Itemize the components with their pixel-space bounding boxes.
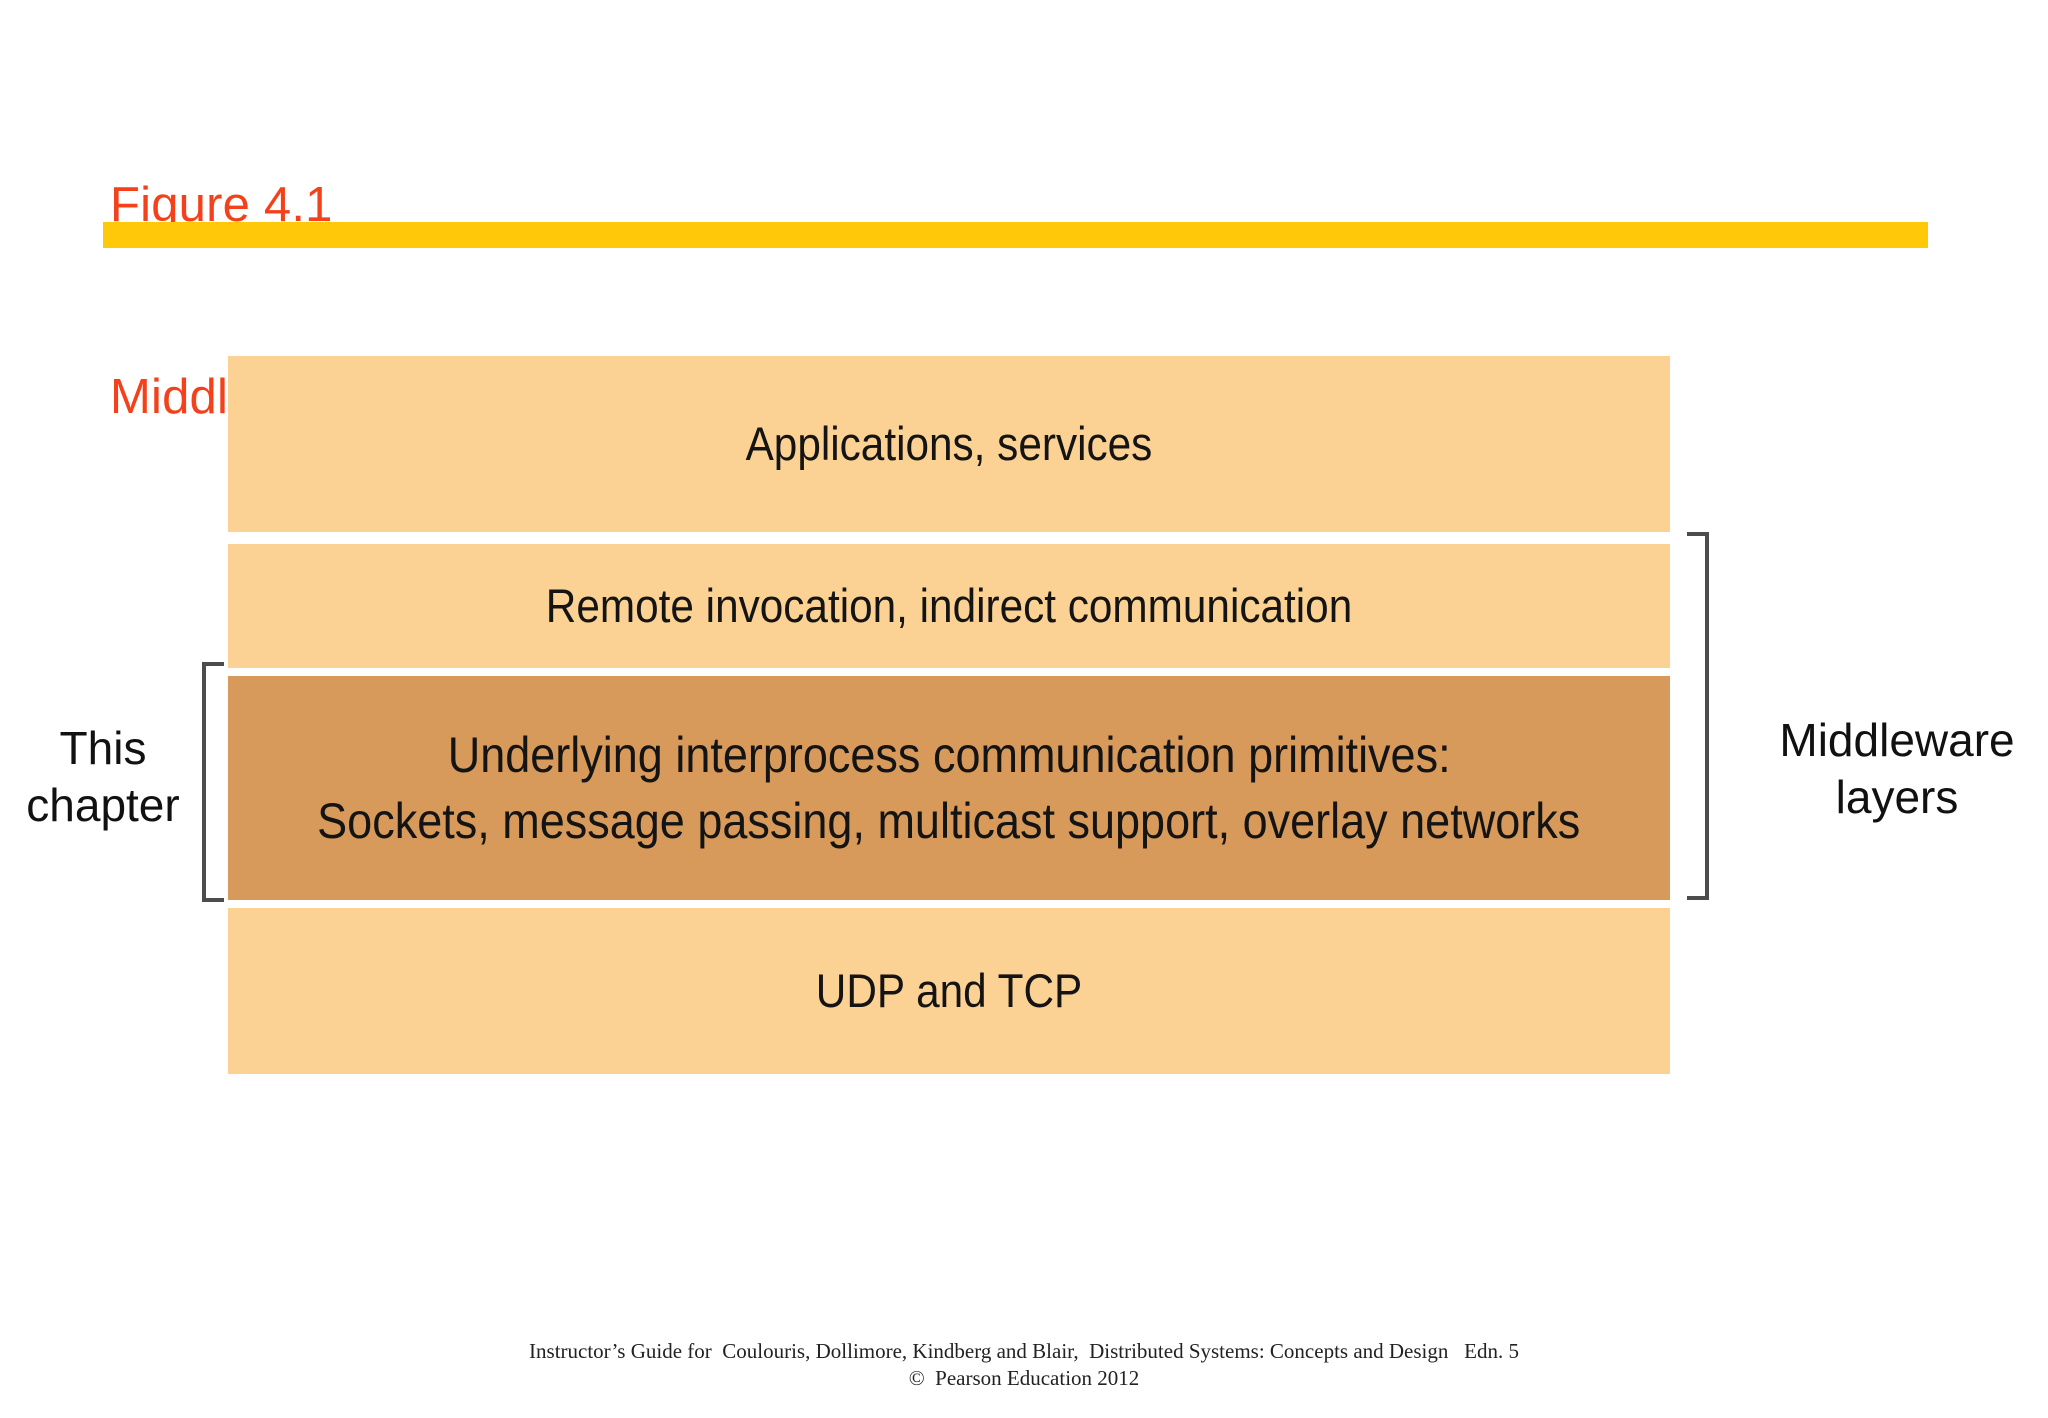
bracket-arm-bottom [202, 898, 224, 902]
bracket-middleware-layers [1683, 532, 1709, 900]
layer-box-ipc-primitives: Underlying interprocess communication pr… [228, 676, 1670, 900]
bracket-arm-bottom [1687, 896, 1709, 900]
layer-box-remote-invocation: Remote invocation, indirect communicatio… [228, 544, 1670, 668]
layer-box-udp-and-tcp: UDP and TCP [228, 908, 1670, 1074]
bracket-arm-top [202, 662, 224, 666]
layer-label-ipc-primitives-detail: Sockets, message passing, multicast supp… [317, 793, 1581, 849]
annotation-middleware-layers: Middleware layers [1752, 712, 2042, 826]
layer-label-ipc-primitives-heading: Underlying interprocess communication pr… [447, 727, 1451, 783]
layer-label-remote-invocation: Remote invocation, indirect communicatio… [545, 579, 1353, 632]
footer-attribution-line: Instructor’s Guide for Coulouris, Dollim… [529, 1339, 1519, 1363]
annotation-middleware-layers-line-1: Middleware [1779, 714, 2015, 766]
layer-label-applications-services: Applications, services [745, 417, 1153, 470]
slide-footer: Instructor’s Guide for Coulouris, Dollim… [0, 1338, 2048, 1392]
annotation-this-chapter: This chapter [10, 720, 196, 834]
annotation-this-chapter-line-1: This [59, 722, 147, 774]
middleware-layer-stack: Applications, services Remote invocation… [228, 356, 1670, 1074]
annotation-this-chapter-line-2: chapter [26, 779, 180, 831]
footer-copyright-line: © Pearson Education 2012 [908, 1366, 1140, 1390]
title-divider-bar [103, 222, 1928, 248]
bracket-stem [202, 662, 206, 902]
layer-box-applications-services: Applications, services [228, 356, 1670, 532]
bracket-this-chapter [202, 662, 228, 902]
annotation-middleware-layers-line-2: layers [1835, 771, 1959, 823]
bracket-arm-top [1687, 532, 1709, 536]
bracket-stem [1705, 532, 1709, 900]
layer-label-udp-and-tcp: UDP and TCP [815, 964, 1083, 1017]
